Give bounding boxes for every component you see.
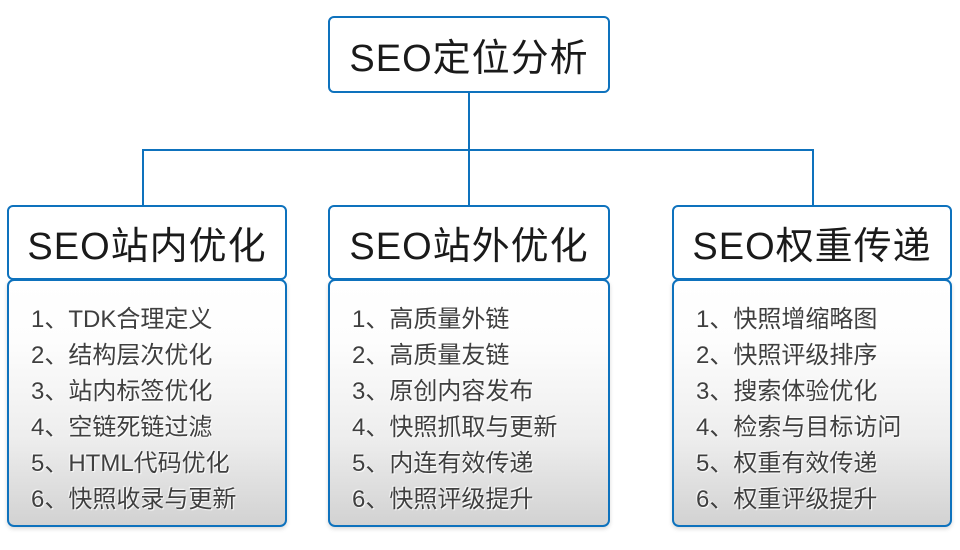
list-item: 2、高质量友链 [352, 342, 510, 369]
column-header-label: SEO站外优化 [349, 226, 589, 268]
connector-horizontal [142, 149, 814, 151]
list-item: 6、快照评级提升 [352, 486, 534, 513]
column-header-offsite: SEO站外优化 [328, 205, 610, 280]
column-header-weight: SEO权重传递 [672, 205, 952, 280]
column-list-weight: 1、快照增缩略图 2、快照评级排序 3、搜索体验优化 4、检索与目标访问 5、权… [672, 279, 952, 527]
list-item: 6、快照收录与更新 [31, 486, 237, 513]
connector-vertical-right [812, 149, 814, 205]
list-item: 4、检索与目标访问 [696, 414, 902, 441]
list-item: 5、内连有效传递 [352, 450, 534, 477]
column-offsite-optimization: SEO站外优化 1、高质量外链 2、高质量友链 3、原创内容发布 4、快照抓取与… [328, 205, 610, 527]
list-item: 5、权重有效传递 [696, 450, 878, 477]
list-item: 4、空链死链过滤 [31, 414, 213, 441]
list-item: 1、TDK合理定义 [31, 306, 213, 333]
column-header-label: SEO权重传递 [692, 226, 932, 268]
root-node-seo-positioning: SEO定位分析 [328, 16, 610, 93]
list-item: 2、快照评级排序 [696, 342, 878, 369]
list-item: 2、结构层次优化 [31, 342, 213, 369]
list-item: 3、搜索体验优化 [696, 378, 878, 405]
column-onsite-optimization: SEO站内优化 1、TDK合理定义 2、结构层次优化 3、站内标签优化 4、空链… [7, 205, 287, 527]
list-item: 1、高质量外链 [352, 306, 510, 333]
column-list-offsite: 1、高质量外链 2、高质量友链 3、原创内容发布 4、快照抓取与更新 5、内连有… [328, 279, 610, 527]
list-item: 1、快照增缩略图 [696, 306, 878, 333]
list-item: 3、原创内容发布 [352, 378, 534, 405]
list-item: 5、HTML代码优化 [31, 450, 230, 477]
list-item: 6、权重评级提升 [696, 486, 878, 513]
column-weight-transfer: SEO权重传递 1、快照增缩略图 2、快照评级排序 3、搜索体验优化 4、检索与… [672, 205, 952, 527]
root-node-label: SEO定位分析 [349, 38, 589, 80]
list-item: 3、站内标签优化 [31, 378, 213, 405]
list-item: 4、快照抓取与更新 [352, 414, 558, 441]
column-list-onsite: 1、TDK合理定义 2、结构层次优化 3、站内标签优化 4、空链死链过滤 5、H… [7, 279, 287, 527]
column-header-label: SEO站内优化 [27, 226, 267, 268]
column-header-onsite: SEO站内优化 [7, 205, 287, 280]
connector-vertical-left [142, 149, 144, 205]
